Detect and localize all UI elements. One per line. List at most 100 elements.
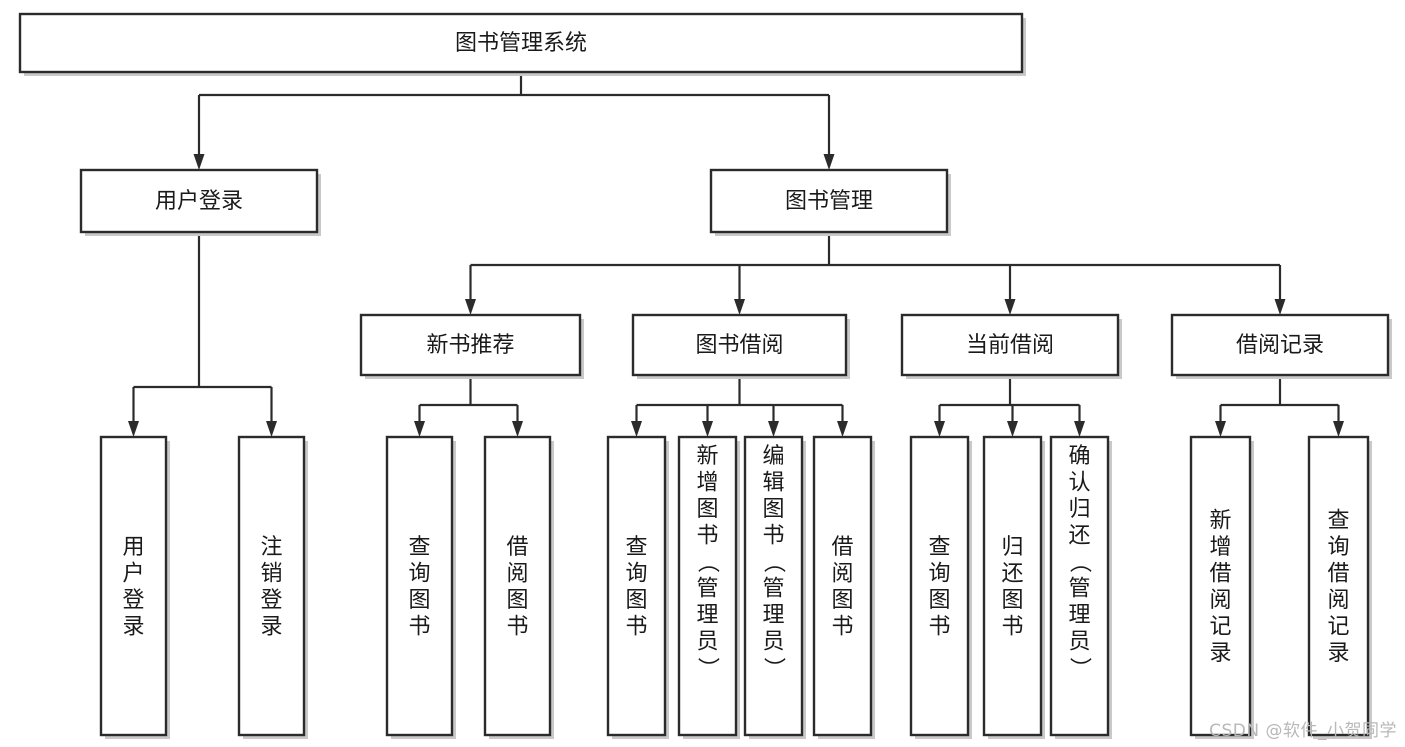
node-label-char: ） [761,657,786,679]
node-label-char: 书 [1001,615,1023,640]
arrow-head-icon [702,421,713,437]
node-box [631,313,848,377]
node-label-char: 注 [260,535,282,560]
node-label-char: 用 [122,535,144,560]
node-root[interactable]: 图书管理系统 [18,12,1026,76]
node-box [237,435,306,737]
node-label-char: 借 [506,535,528,560]
node-current[interactable]: 当前借阅 [900,313,1122,379]
node-records[interactable]: 借阅记录 [1170,313,1392,379]
arrow-head-icon [266,421,277,437]
node-label-char: 理 [1068,603,1090,628]
node-bookmgmt[interactable]: 图书管理 [709,168,951,236]
node-label-char: 询 [928,562,950,587]
node-label-char: 记 [1209,615,1231,640]
node-label-char: ） [1067,657,1092,679]
node-label-char: 理 [762,603,784,628]
arrow-head-icon [631,421,642,437]
node-label-char: 增 [696,471,718,496]
node-label-char: 查 [928,535,950,560]
node-box [1170,313,1390,377]
node-label-char: 图 [696,497,718,522]
node-label-char: 登 [260,588,282,613]
node-label-char: 编 [762,444,784,469]
node-box [709,168,949,234]
edge-layer [128,72,1344,437]
node-label-char: 阅 [1209,588,1231,613]
node-box [677,435,738,737]
node-label-char: 阅 [1327,588,1349,613]
node-box [99,435,168,737]
node-label-char: 管 [762,577,784,602]
node-label-char: 录 [1209,641,1231,666]
node-label-char: 图 [408,588,430,613]
node-label-char: ） [695,657,720,679]
node-label-char: 还 [1068,524,1090,549]
node-label-char: 管 [696,577,718,602]
node-label-char: 管 [1068,577,1090,602]
node-leaf1[interactable]: 用户登录 [99,435,170,739]
edge-group-login [128,232,277,437]
node-box [812,435,873,737]
node-label-char: 查 [625,535,647,560]
node-label-char: 借 [1327,562,1349,587]
node-label-char: 书 [408,615,430,640]
node-layer: 图书管理系统用户登录图书管理新书推荐图书借阅当前借阅借阅记录用户登录注销登录查询… [18,12,1392,739]
node-box [79,168,319,234]
node-label: 借阅记录 [1236,333,1324,358]
arrow-head-icon [128,421,139,437]
node-label-char: （ [695,551,720,573]
node-label-char: （ [1067,551,1092,573]
arrow-head-icon [837,421,848,437]
arrow-head-icon [768,421,779,437]
node-label-char: 录 [260,615,282,640]
node-label: 图书借阅 [695,333,783,358]
node-label-char: 图 [831,588,853,613]
node-label: 图书管理 [785,189,873,214]
node-label-char: 归 [1001,535,1023,560]
node-label-char: 阅 [506,562,528,587]
node-label-char: 图 [506,588,528,613]
node-login[interactable]: 用户登录 [79,168,321,236]
node-borrow[interactable]: 图书借阅 [631,313,850,379]
node-label-char: 借 [1209,562,1231,587]
node-box [483,435,552,737]
node-label-char: 阅 [831,562,853,587]
node-label-char: 员 [762,630,784,655]
node-label-char: 询 [408,562,430,587]
node-label-char: 图 [762,497,784,522]
node-label-char: 还 [1001,562,1023,587]
node-label: 新书推荐 [426,333,514,358]
node-label-char: 新 [1209,509,1231,534]
node-label-char: 登 [122,588,144,613]
edge-group-root [193,72,835,170]
arrow-head-icon [934,421,945,437]
node-label-char: 书 [831,615,853,640]
node-label-char: 录 [1327,641,1349,666]
node-label-char: 录 [122,615,144,640]
node-label-char: 记 [1327,615,1349,640]
arrow-head-icon [1274,299,1286,315]
node-box [1307,435,1370,737]
edge-group-borrow [631,375,848,437]
arrow-head-icon [1074,421,1085,437]
node-label-char: 员 [1068,630,1090,655]
node-label-char: 书 [762,524,784,549]
node-box [1189,435,1252,737]
node-newbook[interactable]: 新书推荐 [359,313,584,379]
node-label-char: 理 [696,603,718,628]
arrow-head-icon [193,154,205,170]
